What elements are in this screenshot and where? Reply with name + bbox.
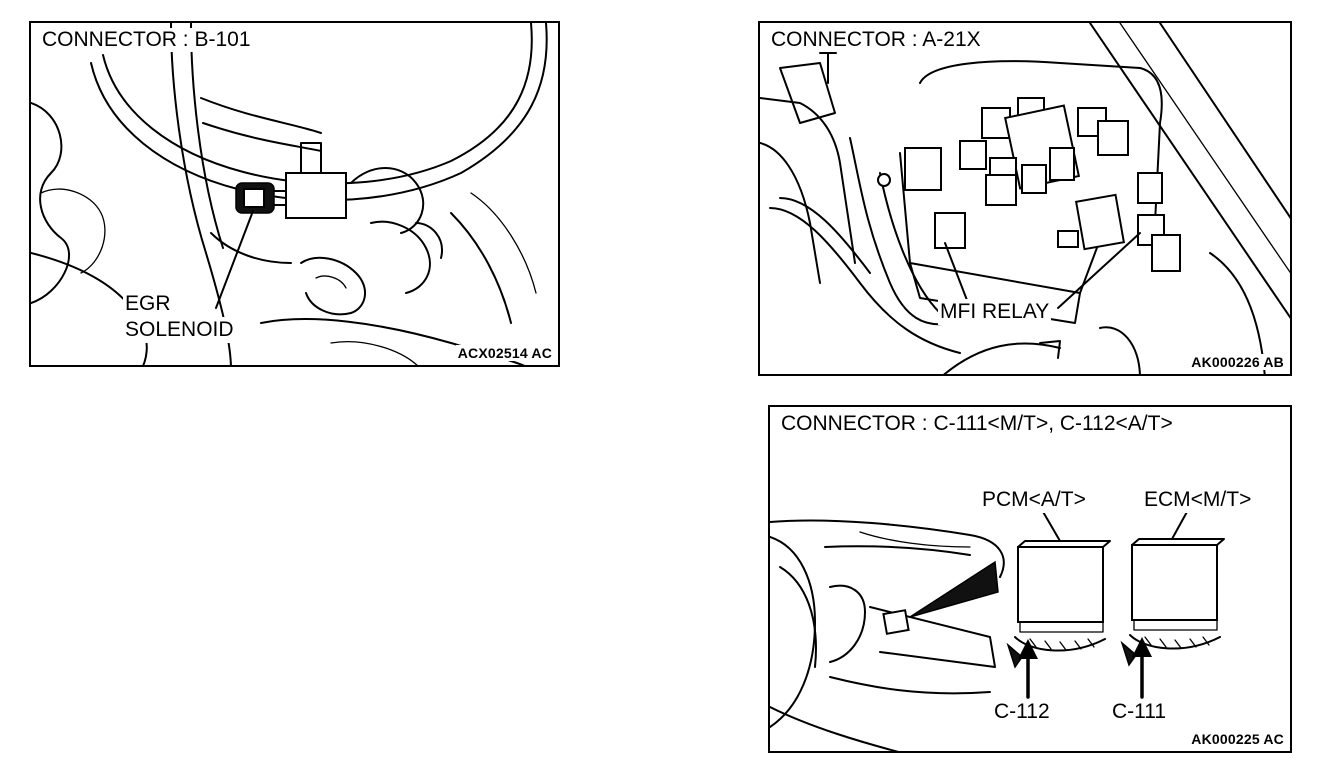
c111-label: C-111 [1110,699,1169,725]
pcm-label: PCM<A/T> [980,487,1088,513]
ecm-pcm-illustration [770,509,1225,751]
ecm-panel-title: CONNECTOR : C-111<M/T>, C-112<A/T> [778,412,1176,436]
egr-panel-title: CONNECTOR : B-101 [39,28,254,52]
egr-figure-code: ACX02514 AC [455,345,554,361]
c112-label: C-112 [992,699,1052,725]
egr-illustration [31,23,548,365]
mfi-relay-label: MFI RELAY [938,299,1052,325]
panel-egr-solenoid: CONNECTOR : B-101 EGR SOLENOID ACX02514 … [29,21,560,367]
egr-solenoid-label-line1: EGR [123,291,173,317]
panel-mfi-relay: CONNECTOR : A-21X MFI RELAY AK000226 AB [758,21,1292,376]
ecm-figure-code: AK000225 AC [1189,731,1286,747]
mfi-panel-title: CONNECTOR : A-21X [768,28,984,52]
mfi-figure-code: AK000226 AB [1189,354,1286,370]
mfi-relay-illustration [760,23,1290,374]
ecm-label: ECM<M/T> [1142,487,1254,513]
panel-ecm-pcm: CONNECTOR : C-111<M/T>, C-112<A/T> PCM<A… [768,405,1292,753]
egr-solenoid-label-line2: SOLENOID [123,317,236,343]
